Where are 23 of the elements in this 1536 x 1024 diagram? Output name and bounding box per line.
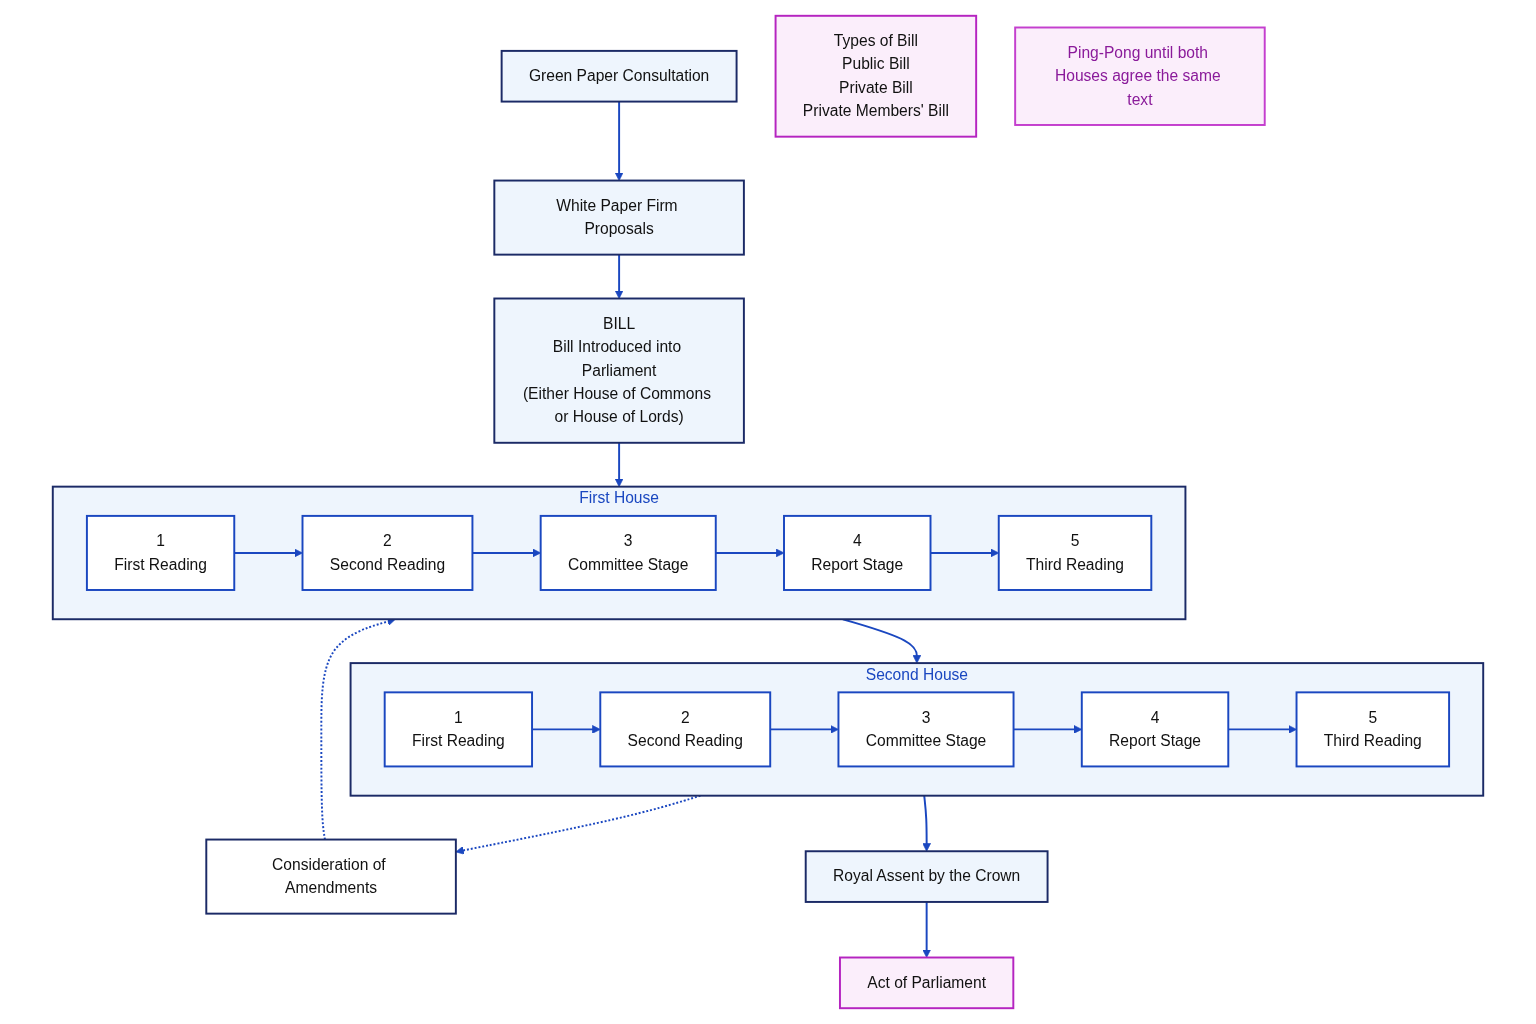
node-box: Consideration of Amendments [205, 838, 457, 915]
node-box: 3 Committee Stage [837, 691, 1015, 768]
node-box: Green Paper Consultation [500, 49, 738, 103]
arrow [614, 253, 624, 299]
node-box: White Paper Firm Proposals [493, 179, 745, 256]
arrow [614, 441, 624, 488]
node-box: BILL Bill Introduced into Parliament (Either House of Commons or House of Lords) [493, 297, 745, 444]
node-box: Ping-Pong until both Houses agree the same text [1014, 26, 1266, 126]
node-box: 2 Second Reading [599, 691, 772, 768]
node-box: Royal Assent by the Crown [804, 850, 1049, 903]
arrow [614, 100, 624, 181]
arrow [922, 794, 931, 852]
node-box: 3 Committee Stage [539, 514, 717, 591]
node-box: 1 First Reading [383, 691, 533, 768]
node-box: 1 First Reading [85, 514, 236, 591]
node-box: Types of Bill Public Bill Private Bill Private Members' Bill [774, 14, 978, 138]
node-box: 4 Report Stage [783, 514, 932, 591]
arrow [922, 900, 931, 958]
node-box: Act of Parliament [839, 956, 1015, 1010]
node-box: 5 Third Reading [997, 514, 1153, 591]
node-box: 2 Second Reading [301, 514, 474, 591]
node-box: 5 Third Reading [1295, 691, 1451, 768]
node-box: 4 Report Stage [1080, 691, 1230, 768]
